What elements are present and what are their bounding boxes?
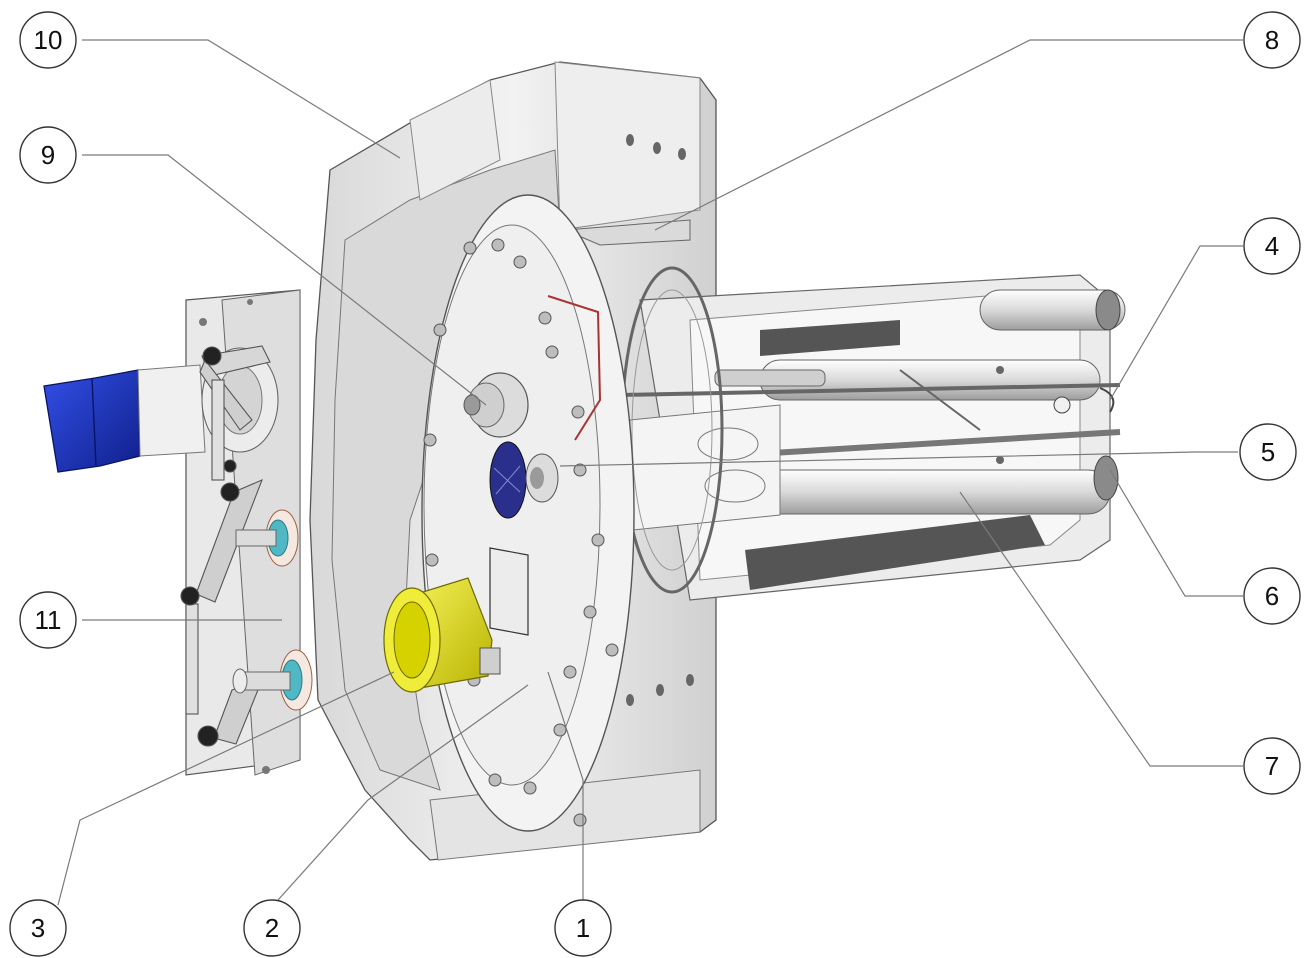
linkage-arms xyxy=(180,345,271,747)
callout-10-label: 10 xyxy=(34,25,63,55)
callout-3-label: 3 xyxy=(31,913,45,943)
callout-4: 4 xyxy=(1243,217,1301,275)
callout-8: 8 xyxy=(1243,11,1301,69)
callout-7-label: 7 xyxy=(1265,751,1279,781)
callout-11: 11 xyxy=(19,591,77,649)
callout-2-label: 2 xyxy=(265,913,279,943)
leader-3 xyxy=(57,671,395,906)
leader-10 xyxy=(82,39,401,159)
leader-8 xyxy=(654,39,1243,231)
callout-6: 6 xyxy=(1243,567,1301,625)
leader-7 xyxy=(959,491,1243,767)
front-flange xyxy=(421,194,635,832)
callout-6-label: 6 xyxy=(1265,581,1279,611)
callout-5: 5 xyxy=(1239,423,1297,481)
callout-1-label: 1 xyxy=(576,913,590,943)
callout-11-label: 11 xyxy=(35,605,62,635)
leader-1 xyxy=(547,671,584,905)
callout-10: 10 xyxy=(19,11,77,69)
callout-8-label: 8 xyxy=(1265,25,1279,55)
leader-lines xyxy=(57,39,1243,906)
leader-6 xyxy=(1109,469,1243,597)
callouts: 1 2 3 4 5 6 7 8 xyxy=(9,11,1301,957)
callout-9-label: 9 xyxy=(41,140,55,170)
callout-4-label: 4 xyxy=(1265,231,1279,261)
callout-7: 7 xyxy=(1243,737,1301,795)
callout-3: 3 xyxy=(9,899,67,957)
leader-9 xyxy=(82,154,487,406)
callout-5-label: 5 xyxy=(1261,437,1275,467)
callout-9: 9 xyxy=(19,126,77,184)
teal-fittings xyxy=(232,509,313,711)
yellow-port xyxy=(383,577,501,693)
leader-4 xyxy=(1109,245,1243,401)
callout-1: 1 xyxy=(554,899,612,957)
assembly-drawing xyxy=(43,61,1126,861)
tube-assembly xyxy=(619,266,1126,601)
leader-2 xyxy=(277,684,529,901)
leader-5 xyxy=(559,451,1238,467)
callout-2: 2 xyxy=(243,899,301,957)
